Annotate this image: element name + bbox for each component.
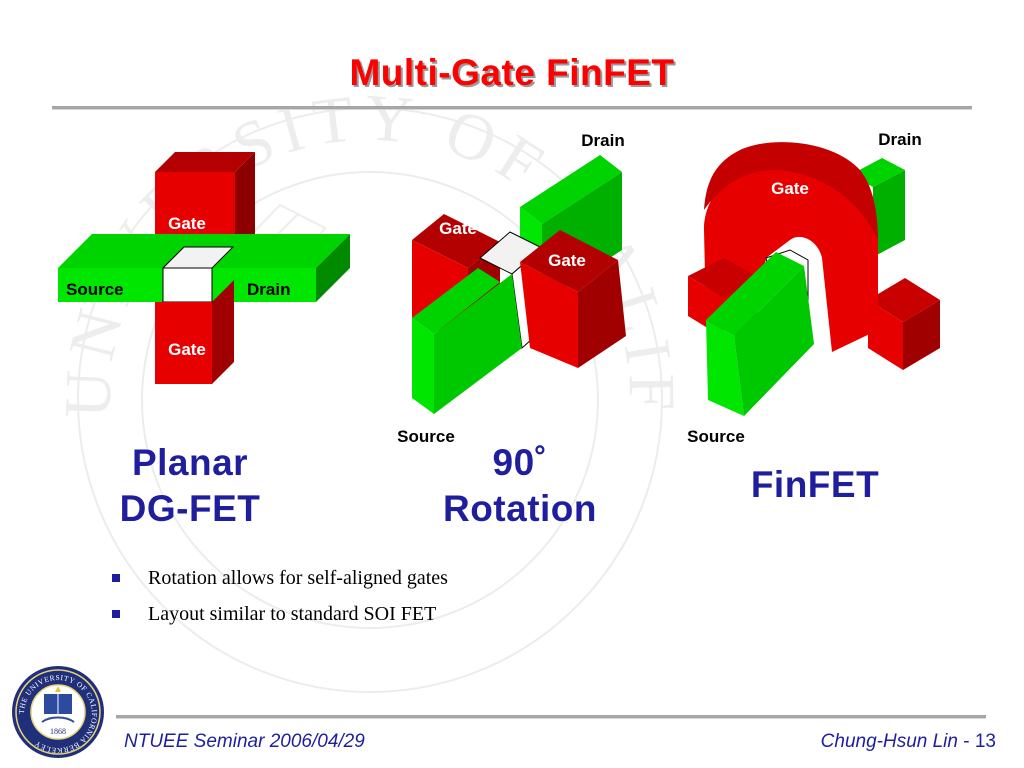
rotation-fin-front-face [412, 318, 434, 414]
rotation-caption-line1: 90˚ [492, 442, 548, 483]
finfet-gate-foot-right-top [868, 278, 940, 322]
footer-seminar: NTUEE Seminar 2006/04/29 [124, 731, 365, 752]
footer-separator: - [957, 731, 975, 752]
finfet-drain-label: Drain [878, 130, 921, 149]
finfet-source-label: Source [687, 427, 745, 446]
finfet-gate-label: Gate [771, 179, 809, 198]
rotation-gate-right-label: Gate [548, 251, 586, 270]
planar-gate-bottom-front [155, 302, 212, 384]
rotation-drain-label: Drain [581, 131, 624, 150]
rotation-gate-left-top [412, 214, 500, 268]
footer-page-number: 13 [974, 731, 996, 752]
rotation-gate-left-label: Gate [439, 219, 477, 238]
rotation-fin-back-top [520, 155, 622, 224]
finfet-fin-front-side [734, 266, 814, 416]
finfet-fin-front-top [706, 252, 804, 336]
finfet-gate-arch-top [704, 142, 878, 240]
footer-author-page: Chung-Hsun Lin - 13 [821, 731, 996, 753]
rotation-diagram: Drain Gate Gate Source [397, 131, 626, 446]
bullet-text: Layout similar to standard SOI FET [148, 603, 437, 625]
university-seal-logo: THE UNIVERSITY OF CALIFORNIA BERKELEY 18… [12, 666, 104, 758]
finfet-gate-foot-right-side [903, 300, 940, 370]
rotation-gate-right-front [520, 262, 578, 368]
finfet-fin-front-face [706, 320, 744, 416]
planar-gate-bottom-side [212, 280, 234, 384]
rotation-caption-line2: Rotation [442, 488, 598, 529]
planar-dgfet-diagram: Gate Gate Source Drain [58, 152, 350, 384]
bullet-text: Rotation allows for self-aligned gates [148, 567, 448, 589]
planar-gate-bottom-label: Gate [168, 340, 206, 359]
planar-channel-side [316, 234, 350, 302]
rotation-gate-right-top [520, 230, 618, 292]
seal-star-icon [55, 686, 61, 692]
planar-drain-label: Drain [247, 280, 290, 299]
rotation-caption: 90˚ Rotation [410, 440, 630, 532]
rotation-gate-right-side [578, 260, 626, 368]
bullet-item: Layout similar to standard SOI FET [110, 601, 448, 637]
planar-gate-top-face [155, 152, 255, 172]
footer-divider [116, 715, 986, 719]
rotation-source-label: Source [397, 427, 455, 446]
bullet-square-icon [112, 574, 120, 582]
slide-title: Multi-Gate FinFET [349, 52, 675, 93]
rotation-fin-front-top [412, 268, 500, 334]
finfet-fin-back-side [873, 170, 905, 257]
footer-author: Chung-Hsun Lin [820, 731, 958, 752]
bullet-item: Rotation allows for self-aligned gates [110, 565, 448, 601]
finfet-diagram: Drain Gate Source [687, 130, 940, 446]
title-divider [52, 106, 972, 110]
rotation-fin-front-side [434, 274, 522, 414]
planar-caption: Planar DG-FET [90, 440, 290, 532]
planar-gate-top-label: Gate [168, 214, 206, 233]
seal-year: 1868 [50, 727, 66, 736]
bullet-list: Rotation allows for self-aligned gates L… [110, 565, 448, 637]
planar-caption-line2: DG-FET [119, 488, 261, 529]
planar-channel-gap [162, 267, 213, 303]
planar-caption-line1: Planar [131, 442, 249, 483]
bullet-square-icon [112, 610, 120, 618]
planar-source-label: Source [66, 280, 124, 299]
finfet-caption: FinFET [750, 464, 880, 505]
